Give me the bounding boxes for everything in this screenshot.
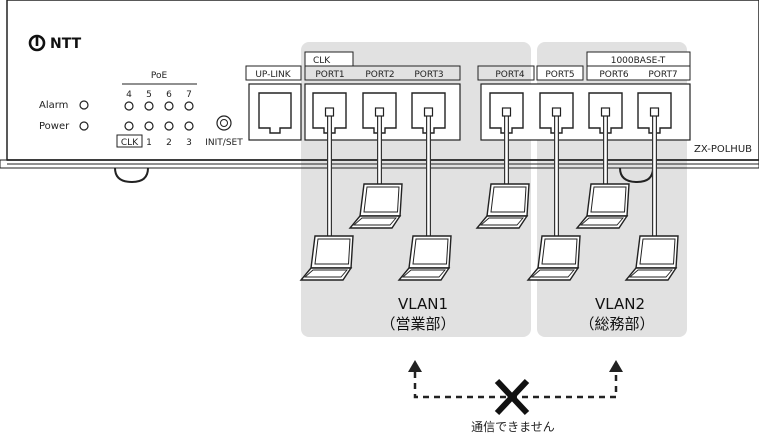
gbe-group-label: 1000BASE-T [611, 56, 666, 66]
vlan1-dept: （営業部） [380, 315, 455, 333]
port-label-2: PORT2 [365, 70, 394, 80]
vlan1-name: VLAN1 [398, 295, 448, 313]
clk-led-box [116, 134, 143, 148]
port-1[interactable] [312, 92, 347, 134]
poe-led-4 [124, 101, 134, 111]
clk-led [124, 121, 134, 131]
alarm-led [79, 100, 89, 110]
power-led [79, 121, 89, 131]
port-2[interactable] [362, 92, 397, 134]
poe-num-5: 5 [146, 90, 152, 100]
cables [324, 107, 660, 240]
vlan2-name: VLAN2 [595, 295, 645, 313]
init-set-label: INIT/SET [205, 138, 243, 148]
arrow-up-right-icon [609, 360, 623, 372]
poe-leds-top [124, 101, 194, 111]
port-3[interactable] [411, 92, 446, 134]
power-label: Power [39, 121, 70, 132]
port-uplink[interactable] [258, 92, 292, 134]
ntt-logo: NTT [28, 34, 82, 52]
poe-num-6: 6 [166, 90, 172, 100]
clk-group-label: CLK [313, 56, 331, 66]
blocked-path [408, 360, 623, 416]
port-5[interactable] [539, 92, 574, 134]
poe-num-7: 7 [186, 90, 192, 100]
cross-icon [494, 378, 530, 416]
poe-num-3: 3 [186, 138, 192, 148]
laptop-port5 [527, 235, 581, 281]
poe-led-1 [144, 121, 154, 131]
poe-num-2: 2 [166, 138, 172, 148]
port-label-6: PORT6 [599, 70, 629, 80]
poe-led-7 [184, 101, 194, 111]
port-label-7: PORT7 [648, 70, 677, 80]
poe-num-4: 4 [126, 90, 132, 100]
alarm-label: Alarm [39, 100, 68, 111]
port-label-3: PORT3 [414, 70, 443, 80]
model-name: ZX-POLHUB [694, 144, 752, 155]
port-label-5: PORT5 [545, 70, 574, 80]
port-labels: UP-LINK PORT1 PORT2 PORT3 PORT4 PORT5 PO… [245, 65, 691, 81]
rj45-ports [258, 92, 672, 134]
poe-led-6 [164, 101, 174, 111]
port-label-uplink: UP-LINK [255, 70, 291, 80]
poe-led-3 [184, 121, 194, 131]
init-set-button[interactable] [216, 115, 232, 131]
poe-numbers-top: 4 5 6 7 [126, 90, 192, 100]
poe-leds-bottom [124, 121, 194, 131]
poe-led-5 [144, 101, 154, 111]
poe-led-2 [164, 121, 174, 131]
arrow-up-left-icon [408, 360, 422, 372]
port-label-1: PORT1 [315, 70, 344, 80]
poe-num-1: 1 [146, 138, 152, 148]
brand-name: NTT [50, 36, 82, 52]
port-label-4: PORT4 [495, 70, 525, 80]
port-6[interactable] [588, 92, 623, 134]
ntt-logo-icon [28, 34, 46, 52]
blocked-caption: 通信できません [471, 420, 555, 434]
port-7[interactable] [637, 92, 672, 134]
poe-label: PoE [151, 71, 168, 81]
clk-led-label: CLK [121, 138, 139, 148]
port-4[interactable] [489, 92, 524, 134]
vlan2-dept: （総務部） [579, 315, 654, 333]
